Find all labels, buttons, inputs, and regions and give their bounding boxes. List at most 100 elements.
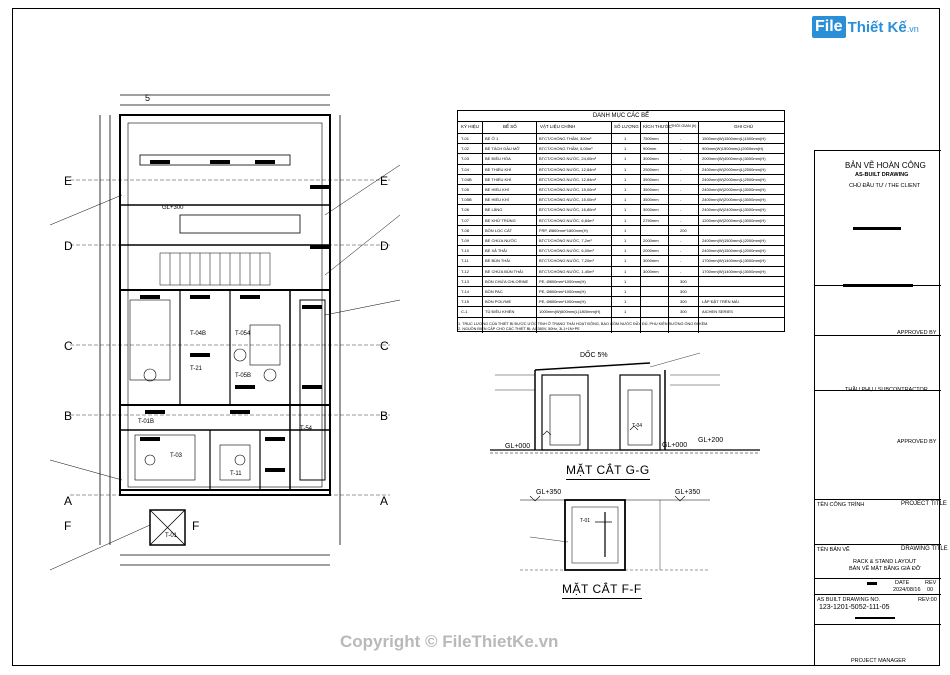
drawing-sheet-border	[12, 8, 940, 666]
schedule-cell: 1	[624, 166, 627, 172]
tb-project-manager: PROJECT MANAGER	[851, 658, 906, 664]
section-gg-title: MẶT CẮT G-G	[566, 463, 650, 480]
col-divider	[698, 121, 699, 333]
axis-right-d: D	[380, 239, 389, 253]
axis-right-b: B	[380, 409, 388, 423]
schedule-cell: 3500mm	[643, 187, 659, 192]
schedule-cell: -	[680, 166, 682, 172]
schedule-cell: -	[680, 248, 682, 254]
note-1: 1. TRỤC LƯỢNG CỦA THIẾT BỊ ĐƯỢC ƯỚC TÍNH…	[458, 322, 709, 326]
axis-left-d: D	[64, 239, 73, 253]
schedule-cell: 300	[680, 278, 687, 284]
tb-doc-title-en: AS-BUILT DRAWING	[855, 172, 909, 178]
room-label-t01b: T-01B	[138, 419, 154, 425]
schedule-cell: 3000mm	[643, 258, 659, 264]
schedule-cell: BỒN POLYME	[485, 299, 512, 305]
schedule-cell: 1	[624, 136, 627, 141]
header-size: KÍCH THƯỚC	[643, 124, 672, 129]
logo-rest-text: Thiết Kế.vn	[848, 19, 919, 36]
title-block: BẢN VẼ HOÀN CÔNG AS-BUILT DRAWING CHỦ ĐẦ…	[814, 150, 948, 666]
schedule-cell: T-04	[461, 166, 470, 172]
axis-left-c: C	[64, 339, 73, 353]
room-label-t054: T-054	[235, 331, 251, 337]
room-label-t05b: T-05B	[235, 373, 251, 379]
schedule-cell: -	[680, 238, 682, 243]
ff-gl-right: GL+350	[675, 489, 700, 496]
schedule-cell: 900mm	[643, 146, 657, 152]
schedule-cell: FRP, Ø800mm*1800mm(H)	[539, 227, 588, 233]
schedule-cell: 300	[680, 289, 687, 294]
schedule-cell: 1700mm(W)1400mm(L)3000mm(H)	[702, 258, 766, 264]
schedule-cell: BTCT/CHỐNG NƯỚC, 7,20m³	[539, 258, 594, 264]
schedule-cell: T-11	[461, 258, 469, 264]
brand-logo: File Thiết Kế.vn	[812, 14, 932, 40]
axis-left-f: F	[64, 519, 71, 533]
schedule-cell: 900mm(W)1500mm(L)2000mm(H)	[702, 146, 764, 152]
schedule-cell: -	[680, 156, 682, 162]
gg-gl-right: GL+200	[698, 437, 723, 444]
tb-drawing-name-2: BẢN VẼ MẶT BẰNG GIÁ ĐỠ	[849, 566, 921, 572]
col-divider	[640, 121, 641, 333]
tb-rev-label: REV	[925, 580, 937, 586]
tb-date-label: DATE	[895, 580, 910, 586]
schedule-cell: 1	[624, 176, 627, 182]
tb-redacted-bar	[867, 582, 877, 585]
schedule-cell: BỒN CHỨA CHLORINE	[485, 278, 529, 284]
tb-drawing-name-1: RACK & STAND LAYOUT	[853, 559, 917, 565]
schedule-cell: T-14	[461, 289, 470, 294]
axis-right-e: E	[380, 174, 388, 188]
room-label-t03: T-03	[170, 453, 183, 459]
schedule-cell: BỂ HIẾU KHÍ	[485, 187, 509, 192]
schedule-cell: 2750mm	[643, 217, 659, 223]
tb-approved-by-1: APPROVED BY	[897, 330, 937, 336]
header-code: KÝ HIỆU	[461, 124, 480, 129]
schedule-cell: 1	[624, 309, 627, 315]
schedule-cell: BTCT/CHỐNG THẤM, 300m³	[539, 136, 592, 141]
schedule-cell: C-1	[461, 309, 468, 315]
schedule-cell: BỂ THIẾU KHÍ	[485, 176, 512, 182]
schedule-cell: -	[680, 207, 682, 213]
schedule-cell: T-12	[461, 268, 470, 274]
ff-gl-left: GL+350	[536, 489, 561, 496]
room-label-t54: T-54	[300, 426, 313, 432]
section-ff-drawing: GL+350 GL+350 T-01	[520, 489, 710, 571]
schedule-cell: BTCT/CHỐNG NƯỚC, 1,40m³	[539, 268, 594, 274]
schedule-cell: BTCT/CHỐNG NƯỚC, 12,84m³	[539, 166, 597, 172]
schedule-cell: 2400mm(W)2000mm(L)3000mm(H)	[702, 187, 766, 192]
schedule-cell: T-09	[461, 238, 470, 243]
axis-left-a: A	[64, 494, 72, 508]
schedule-cell: BỂ TÁCH DẦU MỠ	[485, 146, 520, 152]
schedule-cell: BTCT/CHỐNG THẤM, 5,05m³	[539, 146, 593, 152]
tb-approved-1: APPROVED BY	[815, 284, 941, 336]
gg-gl-left: GL+000	[505, 443, 530, 450]
gl-tag: GL+300	[162, 205, 184, 211]
col-divider	[536, 121, 537, 333]
schedule-cell: 3500mm	[643, 197, 659, 203]
schedule-cell: 1000mm(W)600mm(L)1800mm(H)	[539, 309, 601, 315]
axis-left-b: B	[64, 409, 72, 423]
section-ff-title: MẶT CẮT F-F	[562, 582, 642, 599]
tb-header: BẢN VẼ HOÀN CÔNG AS-BUILT DRAWING CHỦ ĐẦ…	[815, 150, 941, 230]
schedule-cell: T-06	[461, 207, 470, 213]
logo-suffix: .vn	[906, 23, 919, 34]
gg-slope-label: DỐC 5%	[580, 349, 608, 359]
tb-redacted-bar	[855, 617, 895, 619]
tb-project-title: PROJECT TITLE	[901, 501, 947, 507]
schedule-cell: 1	[624, 217, 627, 223]
schedule-cell: 2400mm(W)1500mm(L)2000mm(H)	[702, 248, 766, 254]
schedule-cell: BTCT/CHỐNG NƯỚC, 15,00m³	[539, 187, 597, 192]
logo-box-text: File	[812, 16, 846, 38]
schedule-header-row: KÝ HIỆU BỂ SỐ VẬT LIỆU CHÍNH SỐ LƯỢNG KÍ…	[458, 121, 784, 134]
schedule-cell: 7500mm	[643, 136, 659, 141]
